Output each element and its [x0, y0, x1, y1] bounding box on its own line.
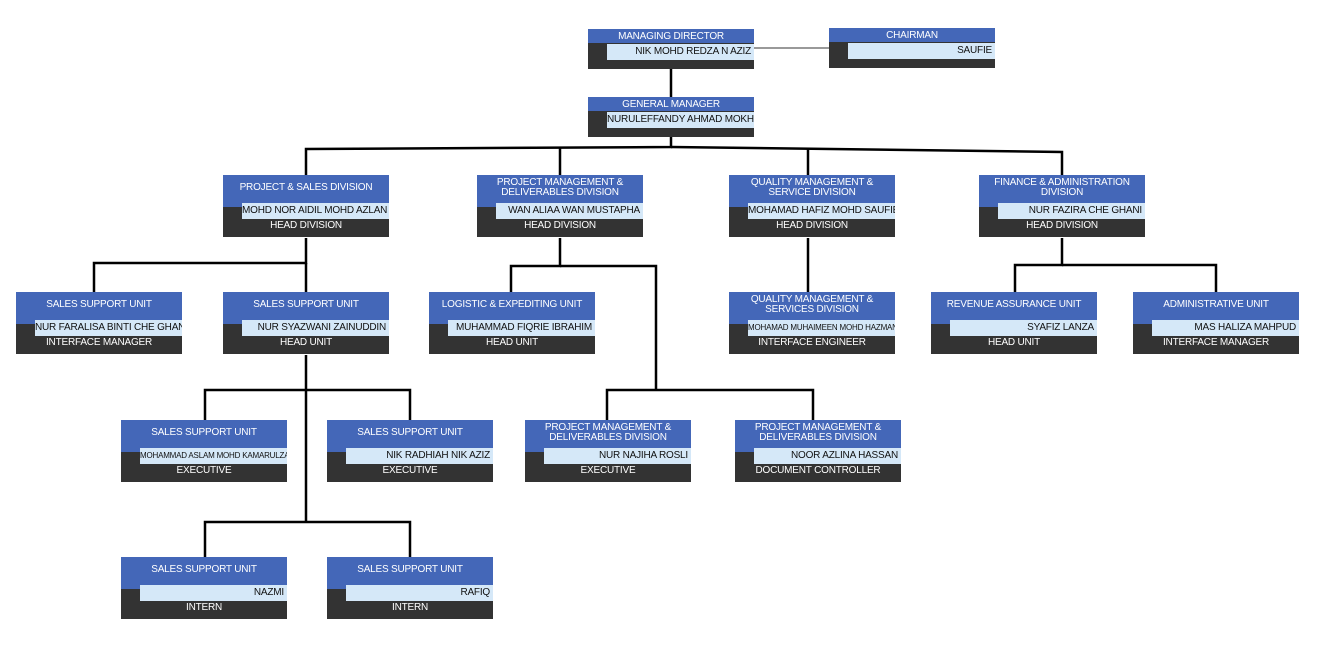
connector [203, 388, 412, 420]
chairman-box: CHAIRMAN SAUFIE [829, 28, 995, 68]
box-title: PROJECT & SALES DIVISION [239, 182, 373, 193]
box-role: EXECUTIVE [580, 465, 636, 476]
general-manager-box: GENERAL MANAGER NURULEFFANDY AHMAD MOKHT… [588, 97, 754, 137]
box-name: RAFIQ [346, 585, 493, 601]
staff-box-document-controller: PROJECT MANAGEMENT & DELIVERABLES DIVISI… [735, 420, 901, 482]
connector [509, 238, 562, 292]
staff-box-sales-executive-2: SALES SUPPORT UNIT NIK RADHIAH NIK AZIZ … [327, 420, 493, 482]
unit-box-sales-support-interface: SALES SUPPORT UNIT NUR FARALISA BINTI CH… [16, 292, 182, 354]
box-title: PROJECT MANAGEMENT & DELIVERABLES DIVISI… [544, 422, 672, 443]
unit-box-sales-support-head: SALES SUPPORT UNIT NUR SYAZWANI ZAINUDDI… [223, 292, 389, 354]
division-box-quality-management: QUALITY MANAGEMENT & SERVICE DIVISION MO… [729, 175, 895, 237]
box-title: PROJECT MANAGEMENT & DELIVERABLES DIVISI… [754, 422, 882, 443]
box-title: SALES SUPPORT UNIT [253, 299, 359, 310]
box-name: NUR FARALISA BINTI CHE GHANI [35, 320, 182, 336]
connector [560, 264, 658, 390]
division-box-project-sales: PROJECT & SALES DIVISION MOHD NOR AIDIL … [223, 175, 389, 237]
connector [203, 520, 412, 557]
connector [1062, 263, 1218, 292]
box-role: INTERFACE MANAGER [1162, 337, 1270, 348]
box-name: NIK RADHIAH NIK AZIZ [346, 448, 493, 464]
connector [1013, 238, 1064, 292]
staff-box-sales-executive-1: SALES SUPPORT UNIT MOHAMMAD ASLAM MOHD K… [121, 420, 287, 482]
box-title: QUALITY MANAGEMENT & SERVICE DIVISION [750, 177, 874, 198]
box-role: INTERN [391, 602, 429, 613]
unit-box-quality-services: QUALITY MANAGEMENT & SERVICES DIVISION M… [729, 292, 895, 354]
box-name: NIK MOHD REDZA N AZIZ [607, 44, 754, 60]
unit-box-logistic-expediting: LOGISTIC & EXPEDITING UNIT MUHAMMAD FIQR… [429, 292, 595, 354]
box-role: HEAD DIVISION [1026, 220, 1098, 231]
box-name: NUR SYAZWANI ZAINUDDIN [242, 320, 389, 336]
box-title: SALES SUPPORT UNIT [46, 299, 152, 310]
box-name: NURULEFFANDY AHMAD MOKHTAR [607, 112, 754, 128]
box-role: DOCUMENT CONTROLLER [755, 465, 881, 476]
box-title: QUALITY MANAGEMENT & SERVICES DIVISION [750, 294, 874, 315]
box-title: ADMINISTRATIVE UNIT [1163, 299, 1269, 310]
box-role: INTERFACE ENGINEER [758, 337, 866, 348]
intern-box-1: SALES SUPPORT UNIT NAZMI INTERN [121, 557, 287, 619]
box-title: PROJECT MANAGEMENT & DELIVERABLES DIVISI… [496, 177, 624, 198]
box-name: WAN ALIAA WAN MUSTAPHA [496, 203, 643, 219]
box-name: NOOR AZLINA HASSAN [754, 448, 901, 464]
box-role: HEAD DIVISION [524, 220, 596, 231]
box-name: MOHAMAD MUHAIMEEN MOHD HAZMAN [748, 320, 895, 336]
staff-box-pm-executive: PROJECT MANAGEMENT & DELIVERABLES DIVISI… [525, 420, 691, 482]
connector [605, 388, 815, 420]
box-title: SALES SUPPORT UNIT [357, 564, 463, 575]
box-role: HEAD UNIT [279, 337, 333, 348]
connector [92, 238, 308, 292]
box-role: EXECUTIVE [382, 465, 438, 476]
box-title: GENERAL MANAGER [622, 99, 720, 110]
box-name: SAUFIE [848, 43, 995, 59]
box-name: MOHD NOR AIDIL MOHD AZLAN [242, 203, 389, 219]
division-box-finance-admin: FINANCE & ADMINISTRATION DIVISION NUR FA… [979, 175, 1145, 237]
box-title: SALES SUPPORT UNIT [151, 564, 257, 575]
intern-box-2: SALES SUPPORT UNIT RAFIQ INTERN [327, 557, 493, 619]
box-role: INTERFACE MANAGER [45, 337, 153, 348]
box-name: MOHAMMAD ASLAM MOHD KAMARULZAMAN [140, 448, 287, 464]
box-title: FINANCE & ADMINISTRATION DIVISION [994, 177, 1130, 198]
box-name: SYAFIZ LANZA [950, 320, 1097, 336]
connector [670, 145, 1064, 175]
box-title: REVENUE ASSURANCE UNIT [946, 299, 1082, 310]
box-title: LOGISTIC & EXPEDITING UNIT [441, 299, 583, 310]
box-role: HEAD UNIT [987, 337, 1041, 348]
box-title: CHAIRMAN [886, 30, 938, 41]
box-role: HEAD DIVISION [776, 220, 848, 231]
box-name: MAS HALIZA MAHPUD [1152, 320, 1299, 336]
box-role: EXECUTIVE [176, 465, 232, 476]
connector [304, 136, 673, 175]
division-box-project-management: PROJECT MANAGEMENT & DELIVERABLES DIVISI… [477, 175, 643, 237]
box-name: NUR NAJIHA ROSLI [544, 448, 691, 464]
box-name: NUR FAZIRA CHE GHANI [998, 203, 1145, 219]
managing-director-box: MANAGING DIRECTOR NIK MOHD REDZA N AZIZ [588, 29, 754, 69]
box-role: HEAD DIVISION [270, 220, 342, 231]
box-name: NAZMI [140, 585, 287, 601]
box-role: INTERN [185, 602, 223, 613]
box-role: HEAD UNIT [485, 337, 539, 348]
box-name: MUHAMMAD FIQRIE IBRAHIM [448, 320, 595, 336]
box-title: SALES SUPPORT UNIT [151, 427, 257, 438]
box-title: SALES SUPPORT UNIT [357, 427, 463, 438]
unit-box-revenue-assurance: REVENUE ASSURANCE UNIT SYAFIZ LANZA HEAD… [931, 292, 1097, 354]
unit-box-administrative: ADMINISTRATIVE UNIT MAS HALIZA MAHPUD IN… [1133, 292, 1299, 354]
box-name: MOHAMAD HAFIZ MOHD SAUFIE [748, 203, 895, 219]
box-title: MANAGING DIRECTOR [618, 31, 724, 42]
